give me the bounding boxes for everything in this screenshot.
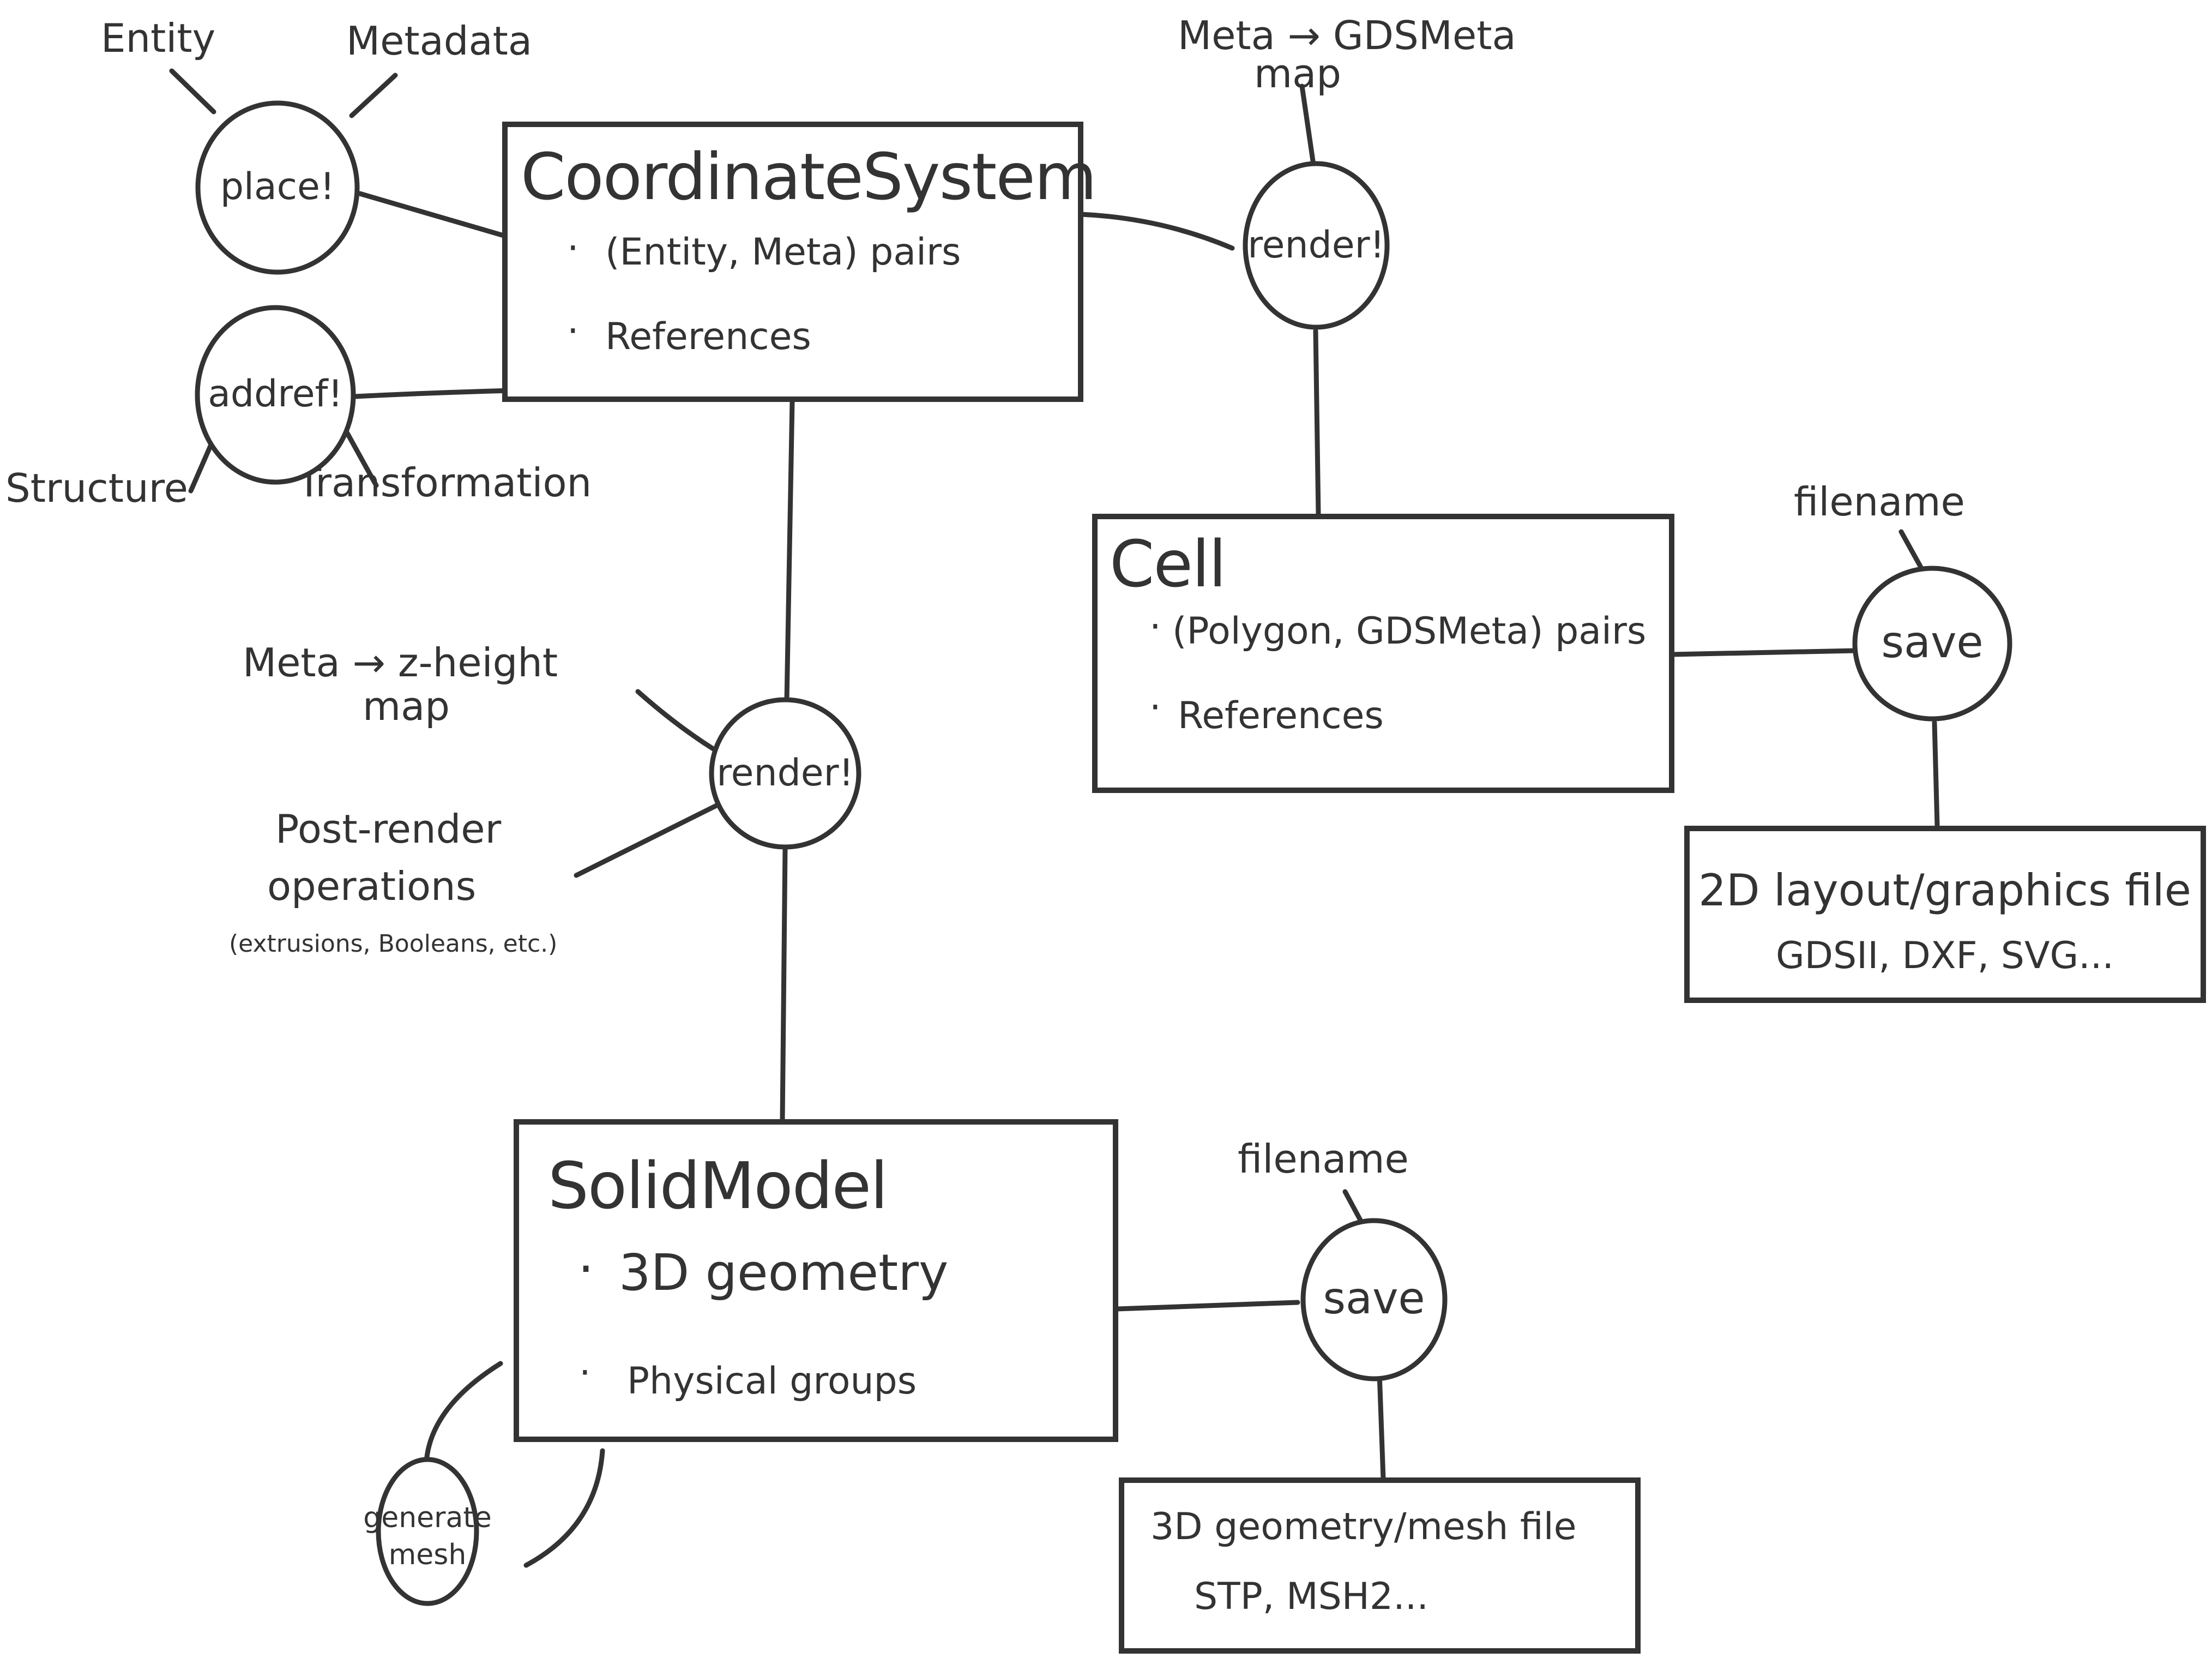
edge-solidmodel-to-generate-mesh (523, 1448, 605, 1568)
generate-mesh-node (376, 1457, 479, 1606)
addref-node (195, 305, 356, 485)
generate-mesh-label-line1: generate (363, 1501, 492, 1534)
edge-coordsys-to-render-3d (784, 398, 795, 704)
save-2d-label: save (1881, 617, 1983, 668)
edge-cell-to-save-2d (1668, 648, 1858, 657)
edge-solidmodel-to-save-3d (1114, 1300, 1300, 1312)
edge-filename-to-save-2d (1898, 529, 1924, 570)
edges (169, 68, 1940, 1568)
operation-addref: addref! (195, 305, 356, 485)
label-filename-2d: filename (1794, 479, 1965, 525)
operation-place: place! (195, 100, 360, 275)
edge-gdsmeta-map-to-render-2d (1299, 83, 1316, 164)
label-structure: Structure (5, 465, 188, 511)
label-post-render-examples: (extrusions, Booleans, etc.) (229, 930, 557, 958)
file-2d-box: 2D layout/graphics file GDSII, DXF, SVG.… (1684, 826, 2206, 1003)
save-3d-label: save (1323, 1273, 1425, 1324)
file-3d-box: 3D geometry/mesh file STP, MSH2... (1119, 1477, 1641, 1654)
save-3d-node (1300, 1218, 1448, 1381)
coordinate-system-box: CoordinateSystem · (Entity, Meta) pairs … (502, 122, 1097, 402)
label-operations: operations (267, 863, 476, 909)
edge-post-render-to-render-3d (574, 802, 721, 878)
operation-save-3d: save (1300, 1218, 1448, 1381)
cell-frame (1092, 514, 1674, 793)
coordinate-system-frame (502, 122, 1083, 402)
edge-render-2d-to-cell (1313, 328, 1321, 518)
solid-model-item-3d-geometry: 3D geometry (619, 1244, 948, 1302)
edge-metadata-to-place (349, 73, 398, 118)
edge-zheight-map-to-render-3d (635, 689, 716, 752)
solid-model-box: SolidModel · 3D geometry · Physical grou… (514, 1119, 1118, 1442)
file-2d-frame (1684, 826, 2206, 1003)
edge-generate-mesh-to-solidmodel (424, 1361, 503, 1464)
label-meta-gdsmeta-map: map (1254, 51, 1341, 97)
cell-bullet-1: · (1149, 605, 1161, 648)
input-labels: Entity Metadata Structure Transformation… (5, 13, 1965, 1182)
edge-save-2d-to-file (1932, 720, 1940, 829)
solid-model-item-physical-groups: Physical groups (627, 1360, 917, 1403)
operation-save-2d: save (1852, 566, 2012, 722)
place-node (195, 100, 360, 275)
coordinate-system-title: CoordinateSystem (521, 139, 1096, 214)
cell-bullet-2: · (1149, 686, 1161, 729)
cell-item-polygon-gdsmeta-pairs: (Polygon, GDSMeta) pairs (1172, 610, 1646, 653)
coordinate-system-bullet-1: · (567, 227, 579, 270)
render-3d-node (709, 697, 861, 850)
operation-render-3d: render! (709, 697, 861, 850)
save-2d-node (1852, 566, 2012, 722)
file-2d-title: 2D layout/graphics file (1698, 865, 2191, 916)
label-metadata: Metadata (346, 18, 532, 64)
solid-model-title: SolidModel (548, 1148, 887, 1223)
cell-box: Cell · (Polygon, GDSMeta) pairs · Refere… (1092, 514, 1674, 793)
label-meta-zheight: Meta → z-height (243, 640, 558, 686)
operation-render-2d: render! (1243, 161, 1390, 330)
solid-model-frame (514, 1119, 1118, 1442)
coordinate-system-item-entity-meta-pairs: (Entity, Meta) pairs (605, 231, 961, 274)
coordinate-system-bullet-2: · (567, 310, 579, 353)
file-3d-formats: STP, MSH2... (1194, 1575, 1429, 1618)
solid-model-bullet-1: · (578, 1240, 594, 1298)
label-post-render: Post-render (275, 806, 502, 852)
render-2d-label: render! (1247, 224, 1385, 267)
label-meta-zheight-map: map (363, 683, 450, 729)
file-3d-frame (1119, 1477, 1641, 1654)
edge-entity-to-place (169, 68, 216, 115)
edge-coordsys-to-render-2d (1079, 212, 1235, 251)
label-transformation: Transformation (297, 460, 592, 506)
label-entity: Entity (101, 15, 215, 61)
file-2d-formats: GDSII, DXF, SVG... (1776, 934, 2114, 977)
render-2d-node (1243, 161, 1390, 330)
file-3d-title: 3D geometry/mesh file (1150, 1505, 1576, 1548)
coordinate-system-item-references: References (605, 315, 811, 358)
generate-mesh-label-line2: mesh (389, 1539, 467, 1571)
solid-model-bullet-2: · (579, 1351, 591, 1395)
cell-item-references: References (1178, 694, 1384, 737)
label-filename-3d: filename (1238, 1136, 1409, 1182)
addref-label: addref! (208, 373, 343, 416)
cell-title: Cell (1110, 526, 1226, 602)
place-label: place! (220, 165, 335, 208)
render-3d-label: render! (716, 752, 854, 795)
operation-generate-mesh: generate mesh (363, 1457, 492, 1606)
edge-save-3d-to-file (1377, 1371, 1386, 1482)
edge-render-3d-to-solidmodel (780, 845, 788, 1124)
label-meta-gdsmeta: Meta → GDSMeta (1178, 13, 1516, 58)
